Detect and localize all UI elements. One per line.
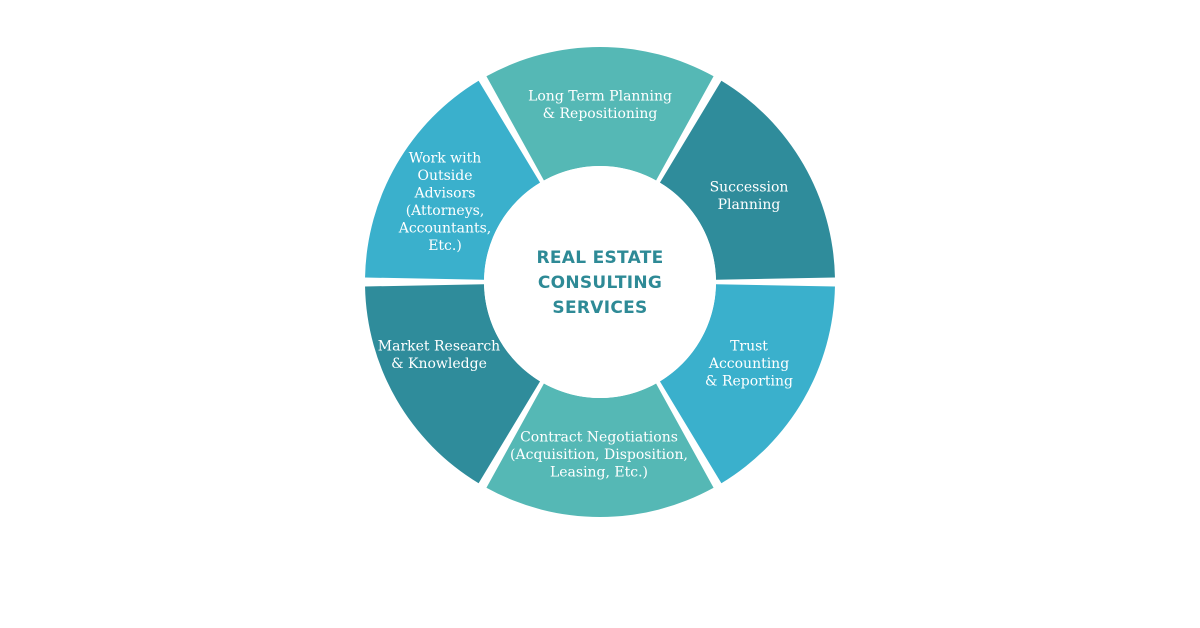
center-title: REAL ESTATE CONSULTING SERVICES [536, 248, 663, 318]
segment-long-term-planning [486, 47, 714, 181]
segment-labels: Long Term Planning & RepositioningSuccess… [378, 88, 793, 480]
wheel-segments [365, 47, 835, 517]
segment-label-line: (Acquisition, Disposition, [510, 447, 688, 463]
segment-label-contract-negotiations: Contract Negotiations(Acquisition, Dispo… [510, 430, 688, 481]
segment-label-line: Long Term Planning [528, 88, 672, 104]
segment-label-line: Leasing, Etc.) [550, 465, 648, 481]
segment-label-line: & Reporting [705, 374, 793, 390]
segment-label-long-term-planning: Long Term Planning & Repositioning [528, 88, 672, 122]
segment-contract-negotiations [486, 383, 714, 517]
segment-market-research [365, 284, 541, 484]
segment-label-line: & Knowledge [391, 356, 487, 372]
segment-label-line: Accountants, [398, 220, 492, 236]
center-disc [484, 166, 716, 398]
segment-succession-planning [659, 80, 835, 280]
segment-label-line: Market Research [378, 338, 500, 354]
segment-label-market-research: Market Research & Knowledge [378, 338, 500, 372]
segment-trust-accounting [659, 284, 835, 484]
segment-label-line: & Repositioning [543, 106, 658, 122]
segment-label-line: Outside [417, 168, 472, 184]
center-title-text: REAL ESTATE CONSULTING SERVICES [536, 248, 663, 318]
segment-label-line: Succession [710, 179, 789, 195]
segment-label-line: Trust [730, 339, 768, 355]
segment-label-line: Advisors [414, 185, 476, 201]
segment-label-line: Work with [409, 150, 482, 166]
segment-label-line: Contract Negotiations [520, 430, 678, 446]
center-title-line: REAL ESTATE [536, 248, 663, 268]
center-title-line: SERVICES [552, 298, 647, 318]
segment-label-line: Etc.) [428, 238, 462, 254]
segment-label-line: (Attorneys, [406, 203, 485, 219]
center-title-line: CONSULTING [538, 273, 662, 293]
segment-label-line: Accounting [708, 356, 789, 372]
segment-label-line: Planning [718, 197, 781, 213]
segment-outside-advisors [365, 80, 541, 280]
